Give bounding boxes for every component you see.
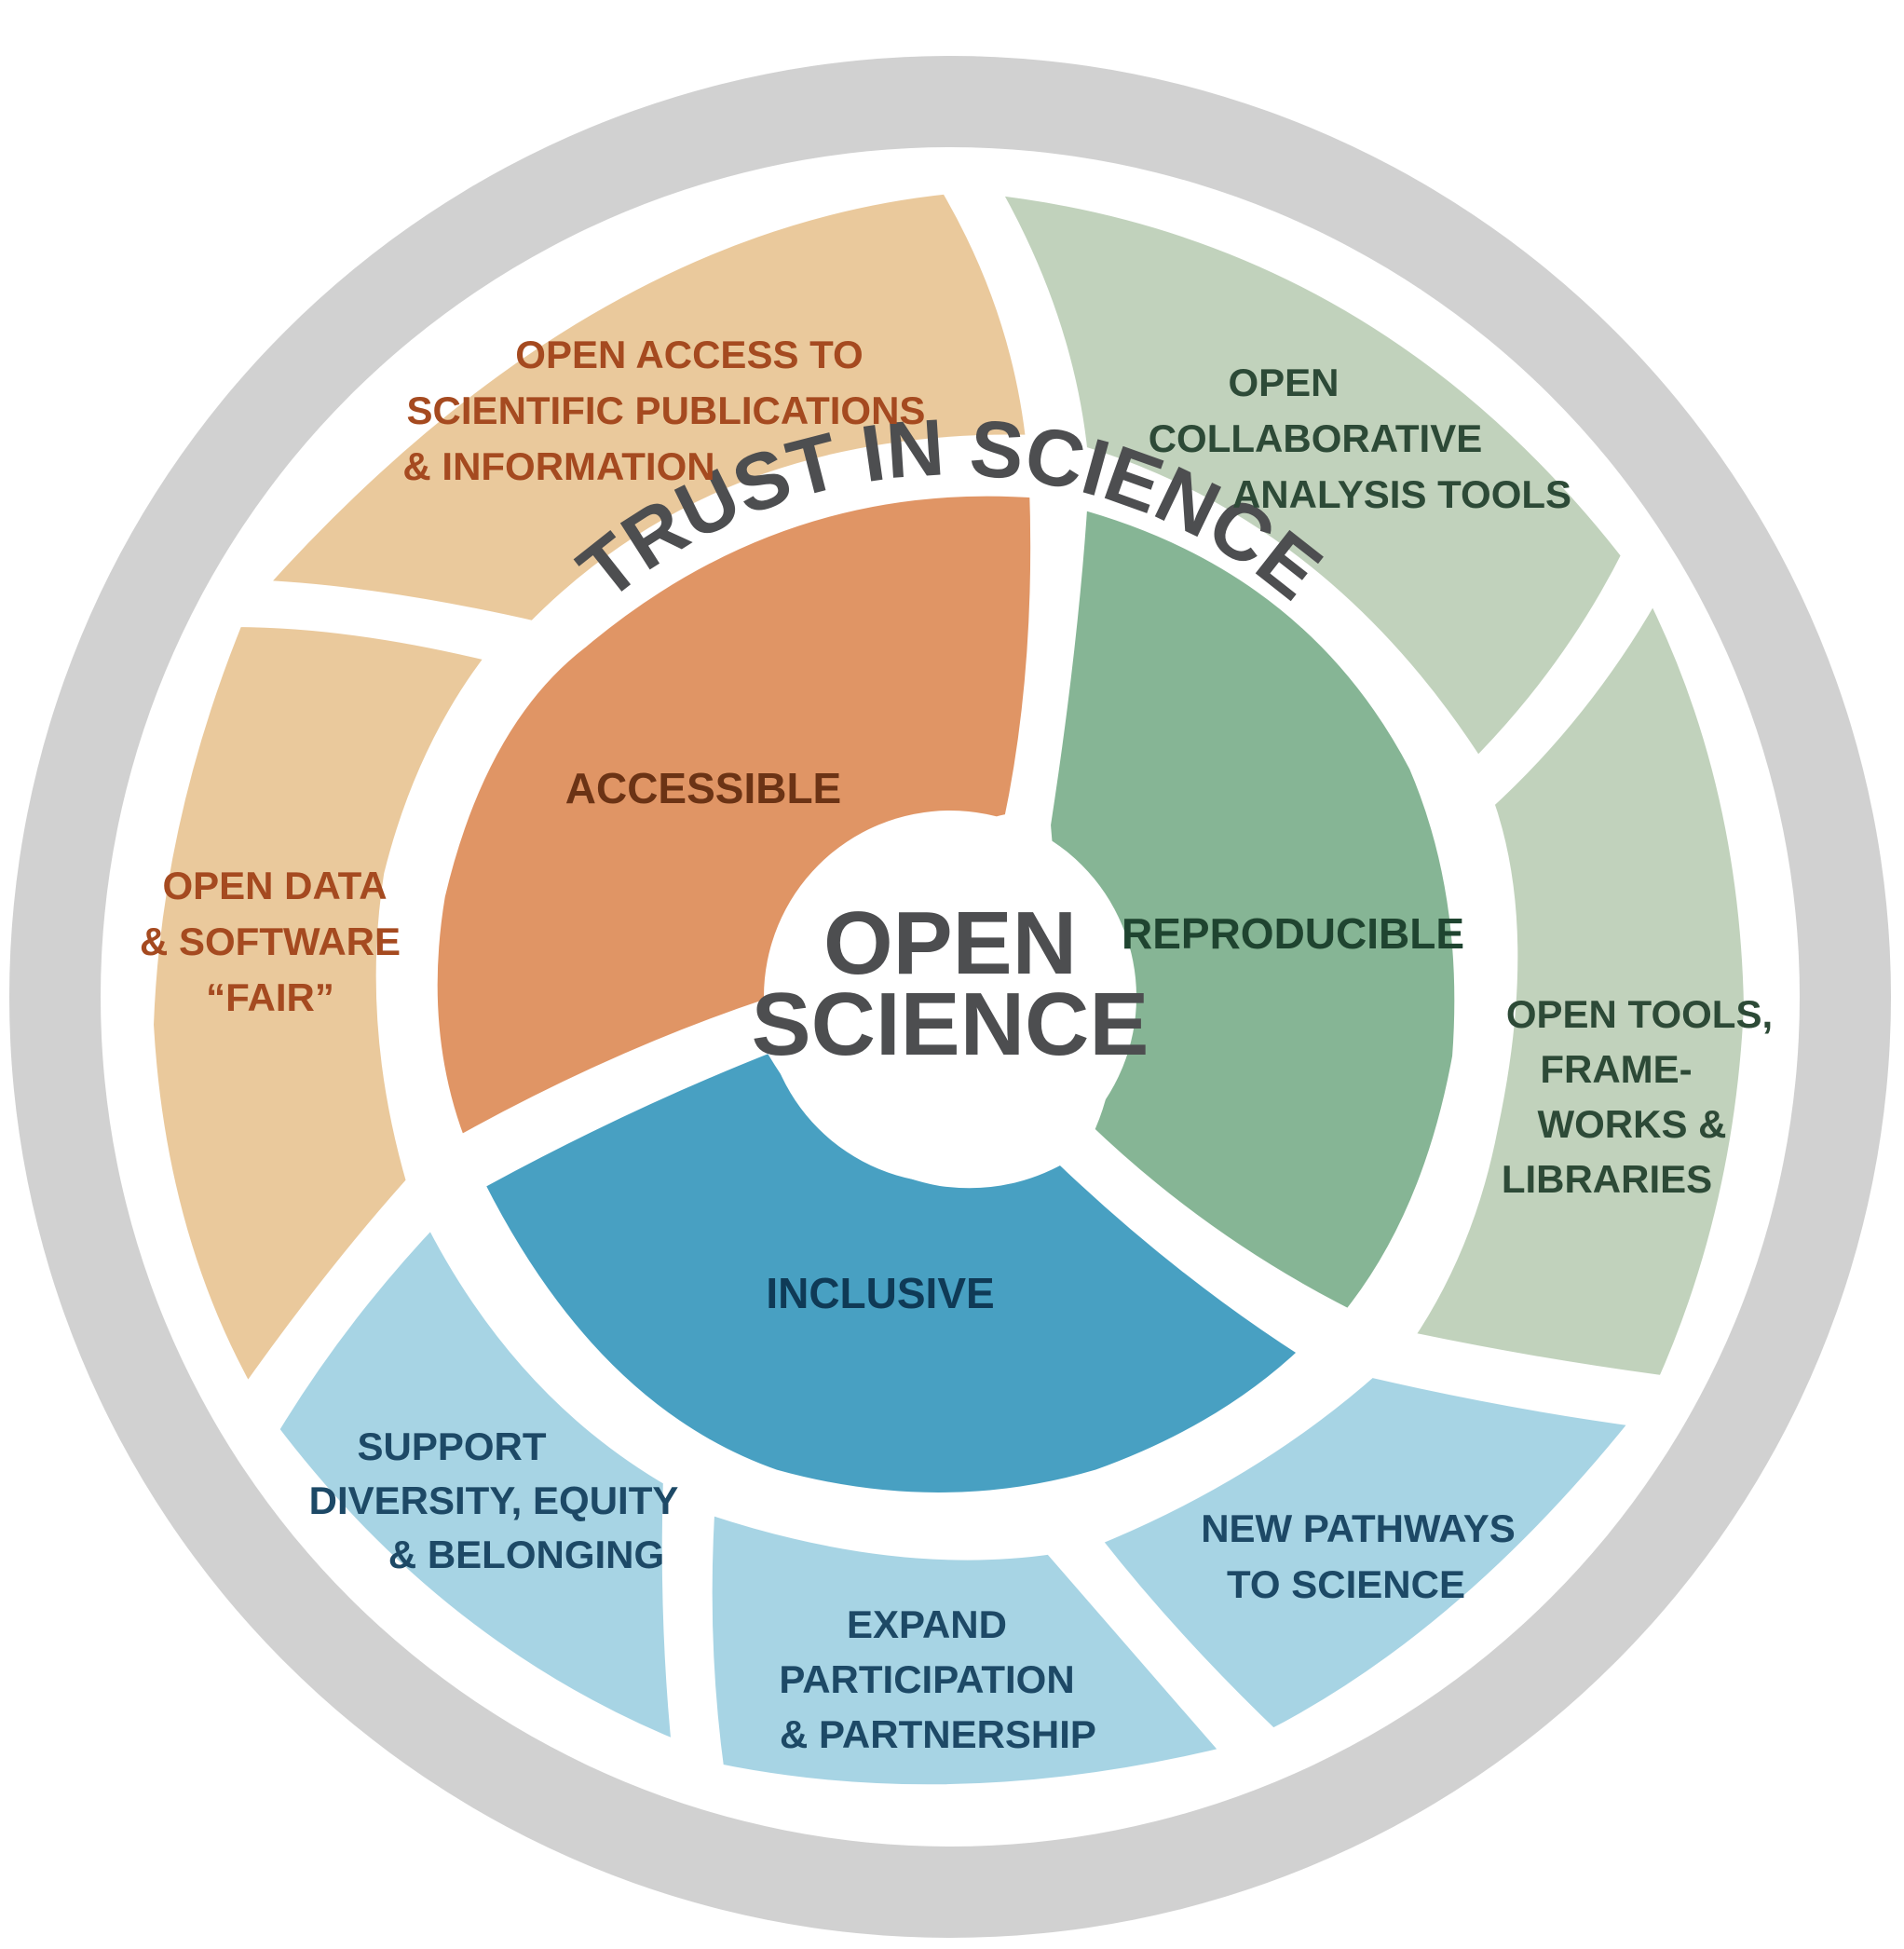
activity-open-tools-label: OPEN TOOLS, FRAME- WORKS & LIBRARIES [1502,992,1773,1201]
activity-open-data-line: “FAIR” [206,975,334,1019]
segment-expand-participation [687,1488,1251,1809]
segment-new-pathways [1073,1353,1661,1754]
activity-open-data-line: OPEN DATA [162,864,387,907]
activity-expand-participation-line: PARTICIPATION [779,1657,1074,1701]
pillar-accessible-label: ACCESSIBLE [565,764,841,812]
activity-open-tools-line: WORKS & [1538,1102,1727,1146]
segment-open-tools [1385,570,1768,1400]
pillars-ring [413,471,1479,1517]
segment-open-access [235,170,1051,646]
activity-expand-participation-line: & PARTNERSHIP [780,1712,1096,1756]
activity-open-tools-line: FRAME- [1540,1047,1692,1091]
activity-new-pathways-label: NEW PATHWAYS TO SCIENCE [1201,1506,1516,1606]
activity-open-data-label: OPEN DATA & SOFTWARE “FAIR” [140,864,401,1019]
activity-open-access-line: OPEN ACCESS TO [515,333,863,376]
activity-open-access-line: & INFORMATION [402,444,714,488]
pillar-reproducible-label: REPRODUCIBLE [1122,909,1464,958]
activity-open-collab-line: ANALYSIS TOOLS [1232,472,1571,516]
activity-open-tools-line: LIBRARIES [1502,1157,1712,1201]
segment-open-data [129,603,515,1414]
activity-open-collab-line: OPEN [1228,361,1339,404]
activity-open-data-line: & SOFTWARE [140,920,401,963]
activity-new-pathways-line: TO SCIENCE [1227,1562,1465,1606]
activity-new-pathways-line: NEW PATHWAYS [1201,1506,1516,1550]
activity-open-tools-line: OPEN TOOLS, [1506,992,1773,1036]
activities-ring [129,170,1768,1809]
activity-expand-participation-label: EXPAND PARTICIPATION & PARTNERSHIP [779,1602,1096,1756]
activity-expand-participation-line: EXPAND [847,1602,1007,1646]
segment-open-collab [971,170,1647,785]
activity-open-collab-label: OPEN COLLABORATIVE ANALYSIS TOOLS [1149,361,1571,516]
activity-support-diversity-line: DIVERSITY, EQUITY [309,1479,679,1522]
activity-support-diversity-line: SUPPORT [357,1424,546,1468]
activity-support-diversity-label: SUPPORT DIVERSITY, EQUITY & BELONGING [309,1424,679,1576]
activity-open-access-line: SCIENTIFIC PUBLICATIONS [407,388,926,432]
activity-open-access-label: OPEN ACCESS TO SCIENTIFIC PUBLICATIONS &… [402,333,925,488]
activity-support-diversity-line: & BELONGING [388,1533,664,1576]
pillar-inclusive-label: INCLUSIVE [766,1269,994,1317]
center-line-open: OPEN [823,893,1077,993]
center-line-science: SCIENCE [752,974,1149,1074]
activity-open-collab-line: COLLABORATIVE [1149,416,1483,460]
center-disc [764,811,1136,1183]
segment-support-diversity [253,1199,697,1768]
